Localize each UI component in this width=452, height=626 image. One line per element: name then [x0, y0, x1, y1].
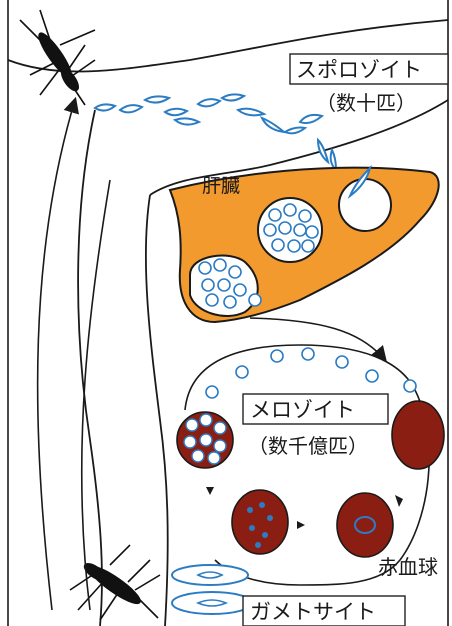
red-blood-cell-bursting [177, 412, 233, 468]
mosquito-icon [70, 545, 160, 620]
red-blood-cell-schizont [232, 490, 288, 554]
gametocytes [172, 565, 252, 614]
sporozoite-label: スポロゾイト [296, 58, 422, 82]
sporozoites [95, 94, 336, 170]
arrow-liver-to-blood [250, 318, 385, 360]
mosquito-icon [20, 10, 95, 105]
merozoite-label: メロゾイト [250, 398, 355, 422]
red-blood-cell-invaded [392, 401, 444, 469]
merozoites [206, 348, 416, 398]
erythrocytic-cycle-path [185, 345, 429, 585]
merozoite-count: （数千億匹） [248, 434, 368, 458]
red-blood-cell-ring [337, 493, 393, 557]
sporozoite-count: （数十匹） [316, 91, 416, 115]
cycle-arrows-left [38, 100, 110, 610]
red-blood-cell-label: 赤血球 [378, 555, 438, 579]
gametocyte-label: ガメトサイト [250, 600, 376, 624]
liver-label: 肝臓 [202, 175, 240, 197]
